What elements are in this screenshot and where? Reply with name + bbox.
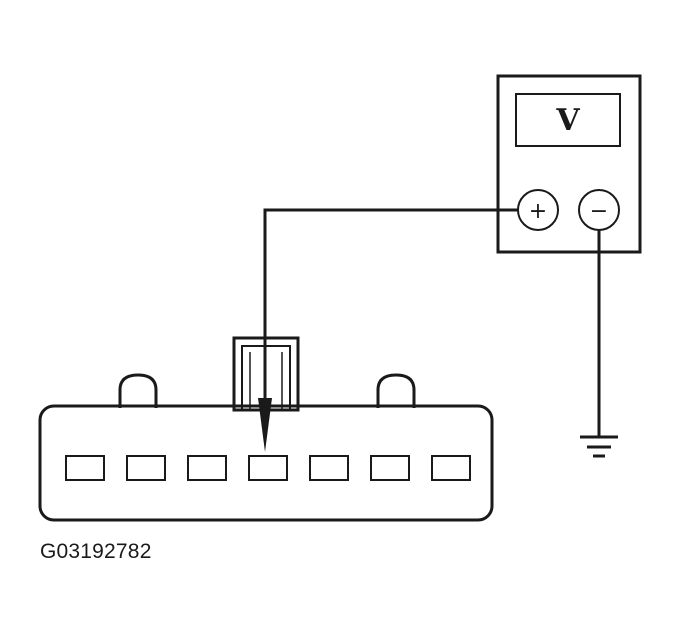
connector-pin-3 (187, 455, 227, 481)
negative-terminal-symbol: − (590, 199, 608, 224)
connector-pin-6 (370, 455, 410, 481)
connector-left-bump (118, 373, 158, 408)
voltmeter-body (496, 74, 642, 254)
connector (38, 336, 494, 522)
voltmeter-display (515, 93, 621, 147)
positive-terminal-symbol: + (529, 199, 547, 224)
connector-pin-5 (309, 455, 349, 481)
connector-pin-1 (65, 455, 105, 481)
voltmeter-display-label: V (555, 103, 580, 138)
connector-right-bump (376, 373, 416, 408)
ground-symbol-icon (580, 435, 618, 458)
connector-pin-4 (248, 455, 288, 481)
positive-lead-wire (263, 208, 518, 400)
probe-tip-icon (258, 376, 272, 452)
connector-pins (65, 455, 471, 481)
connector-pin-2 (126, 455, 166, 481)
figure-id-label: G03192782 (40, 540, 152, 563)
voltmeter: V + − (496, 74, 642, 254)
connector-pin-7 (431, 455, 471, 481)
